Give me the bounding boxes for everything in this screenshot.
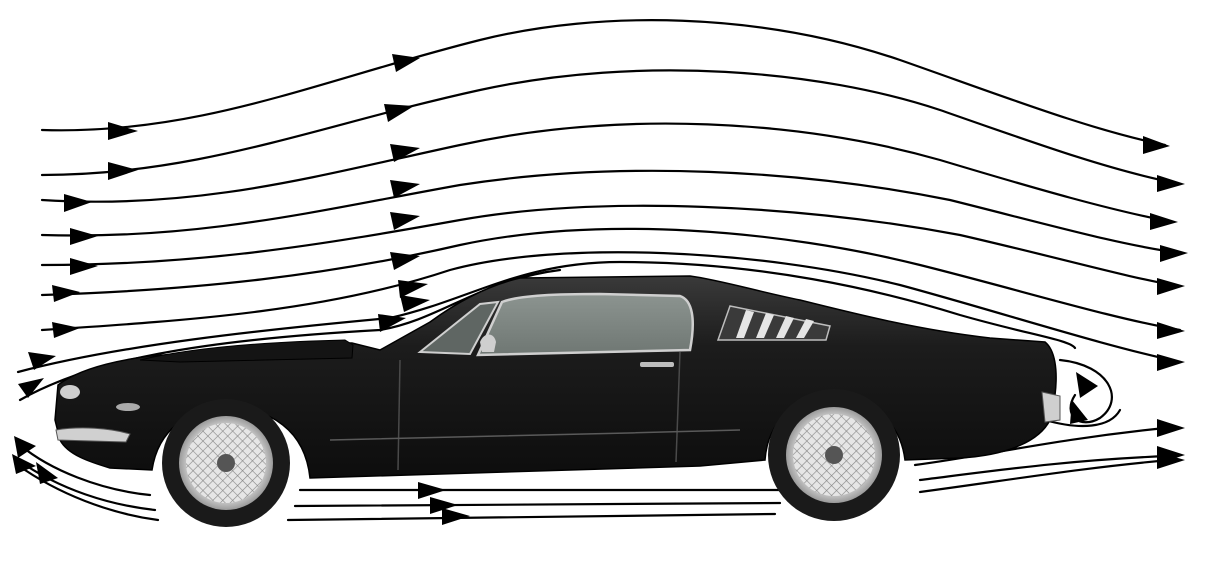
arrow-9a	[18, 378, 44, 398]
arrow-5a	[70, 258, 98, 275]
arrow-6b	[390, 252, 420, 270]
arrow-vortex-2	[1070, 400, 1088, 424]
arrow-7c	[1157, 354, 1185, 371]
arrow-3c	[1150, 213, 1178, 230]
arrow-2b	[384, 104, 414, 122]
arrow-under-1	[418, 482, 446, 499]
rear-wheel	[768, 389, 900, 521]
vortex-tail	[1043, 408, 1122, 428]
flow-arrowheads	[12, 54, 1188, 525]
arrow-1a	[108, 122, 138, 140]
arrow-4b	[390, 180, 420, 198]
front-deflect-1	[18, 443, 152, 497]
underbody-flow-2	[293, 501, 782, 508]
streamline-2	[40, 69, 1177, 185]
front-deflect-2	[16, 458, 157, 512]
car	[54, 275, 1061, 527]
wake-flow-3	[918, 458, 1172, 494]
arrow-8a	[28, 352, 56, 370]
wake-flow-2	[918, 454, 1170, 482]
arrow-4a	[70, 228, 98, 245]
streamline-3	[40, 122, 1174, 224]
door-handle	[640, 362, 674, 367]
arrow-7b	[398, 280, 428, 298]
quarter-louvers	[716, 305, 831, 341]
front-wheel	[162, 399, 290, 527]
arrow-5b	[390, 212, 420, 230]
arrow-vortex-1	[1076, 372, 1098, 398]
streamline-7	[40, 251, 1182, 364]
streamline-4	[40, 169, 1182, 255]
side-window	[476, 292, 694, 357]
arrow-front-2	[12, 454, 36, 474]
streamline-1	[40, 19, 1167, 147]
side-mirror	[480, 334, 496, 352]
streamline-6	[40, 227, 1182, 332]
arrow-2a	[108, 162, 138, 180]
streamline-5	[40, 204, 1180, 288]
arrow-front-3	[36, 462, 58, 484]
arrow-2c	[1157, 175, 1185, 192]
arrow-6c	[1157, 322, 1185, 339]
arrow-wake-3	[1157, 452, 1185, 469]
arrow-1c	[1143, 136, 1170, 154]
arrow-wake-1	[1157, 419, 1185, 437]
streamlines-upper	[16, 19, 1182, 402]
arrow-8c	[400, 295, 430, 312]
arrow-8b	[378, 314, 406, 332]
arrow-5c	[1157, 278, 1185, 295]
arrow-front-1	[14, 436, 36, 458]
side-crease	[329, 429, 741, 441]
arrow-4c	[1160, 245, 1188, 262]
arrow-7a	[52, 322, 80, 338]
wake-flow-1	[913, 426, 1167, 467]
arrow-3b	[390, 144, 420, 162]
arrow-3a	[64, 194, 92, 212]
arrow-1b	[392, 54, 420, 72]
side-emblem	[116, 403, 140, 411]
arrow-under-2	[430, 497, 458, 514]
arrow-under-3	[442, 508, 470, 525]
arrow-6a	[52, 285, 80, 302]
rear-bumper	[1041, 391, 1061, 423]
headlight	[60, 385, 80, 399]
windshield	[417, 300, 500, 356]
underbody-flow-3	[286, 512, 777, 522]
streamlines-lower	[16, 426, 1172, 522]
streamline-8	[16, 260, 1077, 374]
front-bumper	[55, 427, 131, 443]
hood-scoop	[139, 339, 354, 363]
